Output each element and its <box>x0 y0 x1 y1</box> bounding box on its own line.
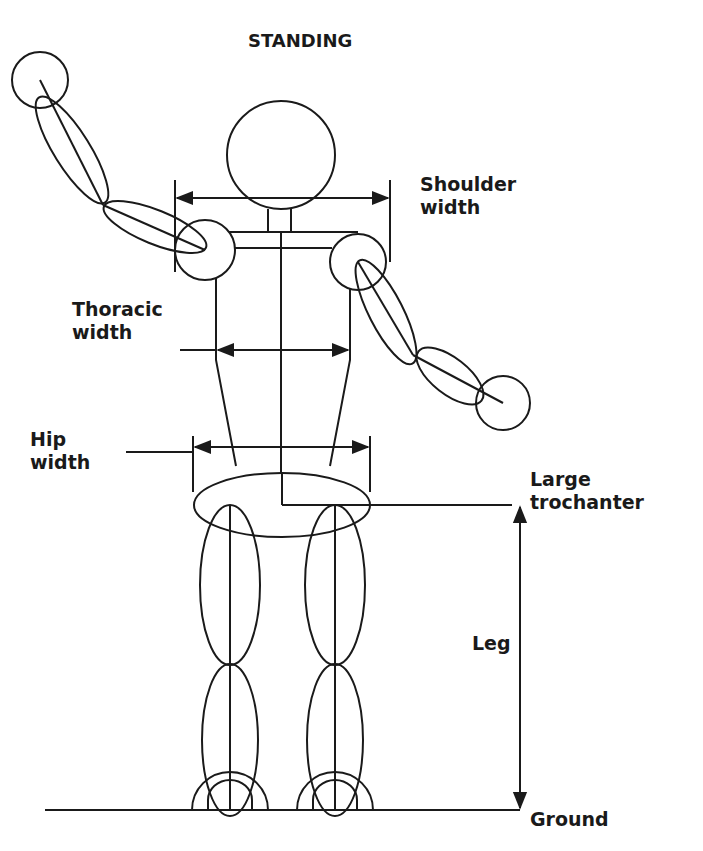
hip-dimension <box>195 446 368 448</box>
torso-outline <box>216 272 236 466</box>
leg-dimension <box>519 507 521 808</box>
ground-line <box>45 809 520 811</box>
diagram-title: STANDING <box>248 30 352 52</box>
dimension-label: Leg <box>472 632 511 655</box>
dimension-label: Shoulder width <box>420 173 516 219</box>
thoracic-dimension <box>218 349 348 351</box>
shoulder-dimension <box>177 197 388 199</box>
dimension-label: Thoracic width <box>72 298 163 344</box>
head <box>227 101 335 209</box>
dimension-label: Hip width <box>30 428 90 474</box>
landmark-label: Large trochanter <box>530 468 644 514</box>
ground-label: Ground <box>530 808 609 831</box>
